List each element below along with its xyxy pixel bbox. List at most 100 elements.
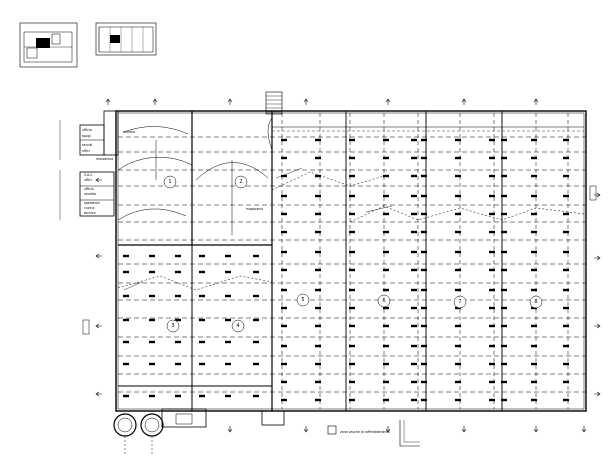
column-marker (489, 398, 495, 402)
column-marker (563, 174, 569, 178)
column-marker (455, 324, 461, 328)
column-marker (281, 212, 287, 216)
column-marker (349, 230, 355, 234)
column-marker (531, 344, 537, 348)
column-marker (149, 394, 155, 398)
zone-number: 1 (168, 179, 171, 185)
arrow-left-icon (95, 391, 102, 397)
zone-circle (453, 295, 467, 309)
annex-inner (175, 413, 193, 425)
zone-number: 2 (239, 179, 242, 185)
column-marker (531, 194, 537, 198)
arrow-right-icon (594, 391, 601, 397)
column-marker (531, 230, 537, 234)
arrow-right-icon (594, 323, 601, 329)
stair-block (103, 110, 119, 156)
column-marker (455, 306, 461, 310)
column-marker (455, 398, 461, 402)
column-marker (281, 174, 287, 178)
column-marker (531, 380, 537, 384)
column-marker (281, 362, 287, 366)
zone-number: 7 (458, 299, 461, 305)
column-marker (489, 212, 495, 216)
room-label: magazzino (246, 207, 263, 211)
annex-block (261, 410, 285, 426)
column-marker (455, 362, 461, 366)
column-marker (315, 344, 321, 348)
legend-square (327, 425, 337, 435)
column-marker (225, 340, 231, 344)
column-marker (563, 362, 569, 366)
column-marker (563, 230, 569, 234)
column-marker (489, 230, 495, 234)
column-marker (281, 194, 287, 198)
swing-arc (117, 208, 187, 221)
column-marker (501, 344, 507, 348)
column-marker (199, 394, 205, 398)
column-marker (315, 212, 321, 216)
key-plan-1-room (26, 47, 38, 59)
column-marker (563, 344, 569, 348)
column-marker (455, 194, 461, 198)
arrow-up-icon (385, 98, 391, 105)
truss-line (271, 171, 385, 191)
column-marker (281, 250, 287, 254)
column-marker (489, 194, 495, 198)
column-marker (531, 324, 537, 328)
key-plan-2-outline (98, 26, 154, 53)
column-marker (489, 380, 495, 384)
column-marker (501, 250, 507, 254)
column-marker (123, 394, 129, 398)
column-marker (315, 362, 321, 366)
column-marker (281, 268, 287, 272)
column-marker (349, 306, 355, 310)
column-marker (489, 174, 495, 178)
column-marker (489, 306, 495, 310)
column-marker (199, 362, 205, 366)
column-marker (281, 324, 287, 328)
column-marker (253, 294, 259, 298)
column-marker (421, 380, 427, 384)
zone-number: 8 (534, 299, 537, 305)
column-marker (225, 294, 231, 298)
column-marker (349, 194, 355, 198)
column-marker (315, 306, 321, 310)
column-marker (123, 362, 129, 366)
column-marker (315, 250, 321, 254)
arrow-right-icon (594, 255, 601, 261)
column-marker (225, 254, 231, 258)
column-marker (421, 288, 427, 292)
column-marker (149, 362, 155, 366)
key-plan-thumbnails (19, 22, 157, 68)
exterior-elements (113, 91, 420, 455)
stair-stroke (275, 167, 303, 179)
column-marker (383, 324, 389, 328)
arrow-up-icon (105, 98, 111, 105)
column-marker (411, 344, 417, 348)
column-marker (411, 398, 417, 402)
column-marker (421, 138, 427, 142)
room-label: tecnico (84, 211, 96, 215)
column-marker (383, 156, 389, 160)
column-marker (421, 250, 427, 254)
arrow-left-icon (95, 253, 102, 259)
arrow-left-icon (95, 177, 102, 183)
column-marker (489, 268, 495, 272)
column-marker (315, 268, 321, 272)
column-marker (531, 268, 537, 272)
column-marker (149, 294, 155, 298)
column-marker (123, 254, 129, 258)
column-marker (315, 288, 321, 292)
column-marker (315, 398, 321, 402)
column-marker (225, 270, 231, 274)
column-marker (411, 380, 417, 384)
column-marker (123, 340, 129, 344)
column-marker (411, 212, 417, 216)
column-marker (149, 254, 155, 258)
key-plan-1-frame (19, 22, 78, 68)
column-marker (383, 362, 389, 366)
zone-circle (231, 319, 245, 333)
column-marker (349, 344, 355, 348)
column-marker (253, 362, 259, 366)
